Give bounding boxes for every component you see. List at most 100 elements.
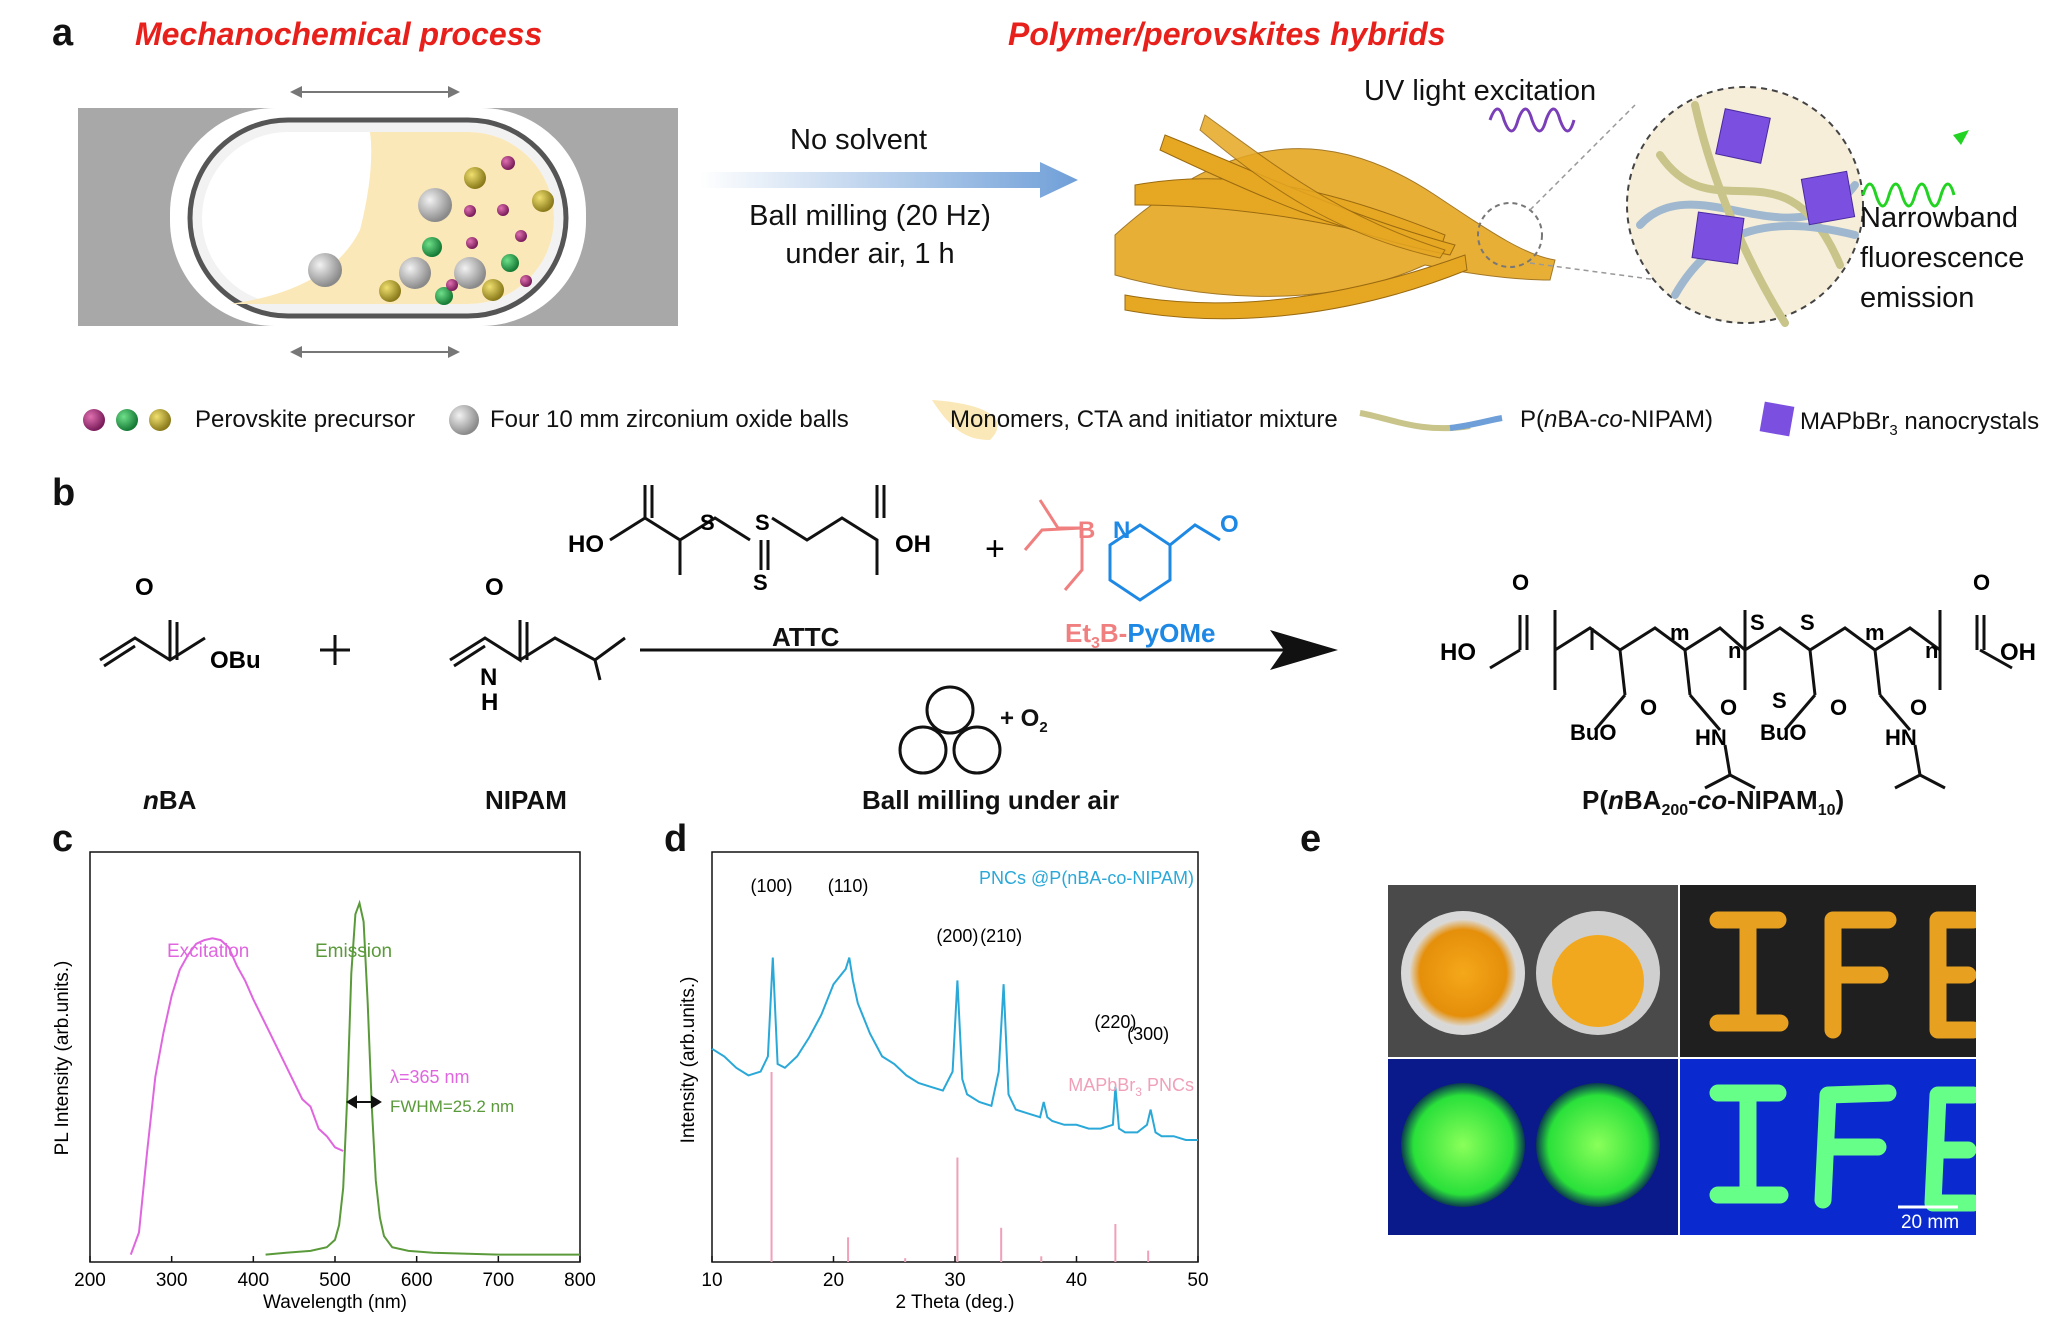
xrd-reference-label: MAPbBr3 PNCs	[1068, 1075, 1194, 1099]
svg-text:HO: HO	[1440, 639, 1476, 666]
panel-a-left-title: Mechanochemical process	[135, 16, 543, 52]
process-arrow	[700, 162, 1078, 198]
svg-text:H: H	[481, 689, 498, 716]
reaction-scheme: O OBu O N H HO OH O O S S S + B N O HO O…	[99, 480, 2036, 790]
chart-c-xtick-label: 200	[74, 1270, 106, 1291]
et3b-pyome-label: Et3B-PyOMe	[1065, 618, 1216, 653]
chart-d-xlabel: 2 Theta (deg.)	[895, 1292, 1014, 1313]
scale-bar-label: 20 mm	[1901, 1212, 1959, 1233]
no-solvent-label: No solvent	[790, 124, 928, 156]
excitation-label: Excitation	[167, 941, 249, 962]
svg-text:S: S	[1772, 688, 1787, 713]
chart-c-ylabel: PL Intensity (arb.units.)	[52, 961, 73, 1156]
chart-d-peak-label: (220)	[1094, 1012, 1136, 1032]
chart-c-xtick-label: 600	[401, 1270, 433, 1291]
nipam-label: NIPAM	[485, 785, 567, 815]
xrd-series-label: PNCs @P(nBA-co-NIPAM)	[979, 868, 1194, 888]
svg-text:n: n	[1925, 638, 1938, 663]
emission-label: Emission	[315, 941, 392, 962]
svg-text:O: O	[1220, 511, 1239, 538]
fwhm-arrow	[346, 1095, 382, 1109]
chart-d-peak-label: (110)	[828, 876, 869, 896]
svg-text:O: O	[1720, 695, 1737, 720]
chart-c-xtick-label: 700	[482, 1270, 514, 1291]
attc-label: ATTC	[772, 622, 840, 652]
svg-text:N: N	[480, 664, 497, 691]
conditions-label: Ball milling under air	[862, 785, 1120, 815]
emission-label-line1: Narrowband	[1860, 202, 2018, 234]
pl-spectrum-chart: 200 300 400 500 600 700 800 Wavelength (nm) PL…	[52, 851, 596, 1313]
polymer-hybrid-illustration	[1114, 86, 1969, 327]
svg-text:m: m	[1670, 620, 1690, 645]
svg-text:O: O	[135, 574, 154, 601]
nba-label: nBA	[143, 785, 197, 815]
svg-text:HO: HO	[568, 531, 604, 558]
chart-d-xtick-label: 10	[701, 1270, 722, 1291]
chart-c-series-excitation	[129, 937, 344, 1255]
svg-text:BuO: BuO	[1760, 720, 1806, 745]
chart-d-ylabel: Intensity (arb.units.)	[678, 977, 699, 1144]
o2-label: + O2	[1000, 705, 1048, 736]
svg-text:S: S	[755, 510, 770, 535]
chart-d-peak-label: (200)	[936, 926, 978, 946]
chart-c-frame	[89, 851, 581, 1263]
chart-d-xtick-label: 30	[944, 1270, 965, 1291]
chart-d-xtick-label: 40	[1066, 1270, 1087, 1291]
chart-c-xtick-label: 400	[237, 1270, 269, 1291]
chart-c-xtick-label: 300	[156, 1270, 188, 1291]
svg-text:S: S	[700, 510, 715, 535]
reaction-arrowhead	[1270, 630, 1338, 670]
svg-text:O: O	[872, 480, 889, 485]
legend-balls: Four 10 mm zirconium oxide balls	[490, 406, 849, 433]
chart-c-xtick-label: 500	[319, 1270, 351, 1291]
chart-d-frame	[711, 851, 1199, 1263]
svg-text:n: n	[1728, 638, 1741, 663]
chart-c-xlabel: Wavelength (nm)	[263, 1292, 407, 1313]
emission-label-line3: emission	[1860, 282, 1975, 314]
chart-d-peak-label: (100)	[751, 876, 793, 896]
svg-text:O: O	[1910, 695, 1927, 720]
svg-text:N: N	[1113, 517, 1130, 544]
chart-d-xtick-label: 20	[823, 1270, 844, 1291]
chart-c-xtick-label: 800	[564, 1270, 596, 1291]
panel-a-legend-icons	[83, 400, 1795, 440]
svg-text:B: B	[1078, 517, 1095, 544]
panel-d-letter: d	[664, 818, 688, 860]
svg-text:S: S	[1800, 610, 1815, 635]
svg-text:O: O	[485, 574, 504, 601]
svg-text:HN: HN	[1885, 725, 1917, 750]
panel-a-right-title: Polymer/perovskites hybrids	[1008, 16, 1446, 52]
svg-text:HN: HN	[1695, 725, 1727, 750]
svg-text:OH: OH	[2000, 639, 2036, 666]
svg-text:+: +	[985, 530, 1005, 568]
svg-text:O: O	[1512, 570, 1529, 595]
fwhm-label: FWHM=25.2 nm	[390, 1097, 514, 1116]
chart-c-series-emission	[265, 899, 580, 1256]
svg-text:S: S	[1750, 610, 1765, 635]
ball-milling-label: Ball milling (20 Hz)	[749, 200, 991, 232]
xrd-chart: 10 20 30 40 50 (100) (110) (200)(210) (220)(300…	[678, 851, 1209, 1313]
svg-text:S: S	[753, 570, 768, 595]
legend-polymer: P(nBA-co-NIPAM)	[1520, 406, 1713, 433]
svg-text:O: O	[1973, 570, 1990, 595]
svg-text:O: O	[1830, 695, 1847, 720]
under-air-label: under air, 1 h	[785, 238, 955, 270]
uv-excitation-label: UV light excitation	[1364, 75, 1597, 107]
lambda-label: λ=365 nm	[390, 1067, 470, 1087]
panel-a-letter: a	[52, 12, 74, 54]
svg-text:O: O	[636, 480, 653, 485]
svg-text:O: O	[1640, 695, 1657, 720]
chart-d-xtick-label: 50	[1187, 1270, 1208, 1291]
emission-label-line2: fluorescence	[1860, 242, 2025, 274]
photo-grid: 20 mm	[1388, 885, 1976, 1235]
obu-label: OBu	[210, 647, 261, 674]
svg-text:BuO: BuO	[1570, 720, 1616, 745]
panel-e-letter: e	[1300, 818, 1322, 860]
chart-d-peak-label: (300)	[1127, 1024, 1169, 1044]
svg-text:m: m	[1865, 620, 1885, 645]
panel-b-letter: b	[52, 472, 76, 514]
chart-d-peak-label: (210)	[980, 926, 1022, 946]
panel-c-letter: c	[52, 818, 74, 860]
svg-text:OH: OH	[895, 531, 931, 558]
milling-jar-illustration	[78, 86, 678, 358]
